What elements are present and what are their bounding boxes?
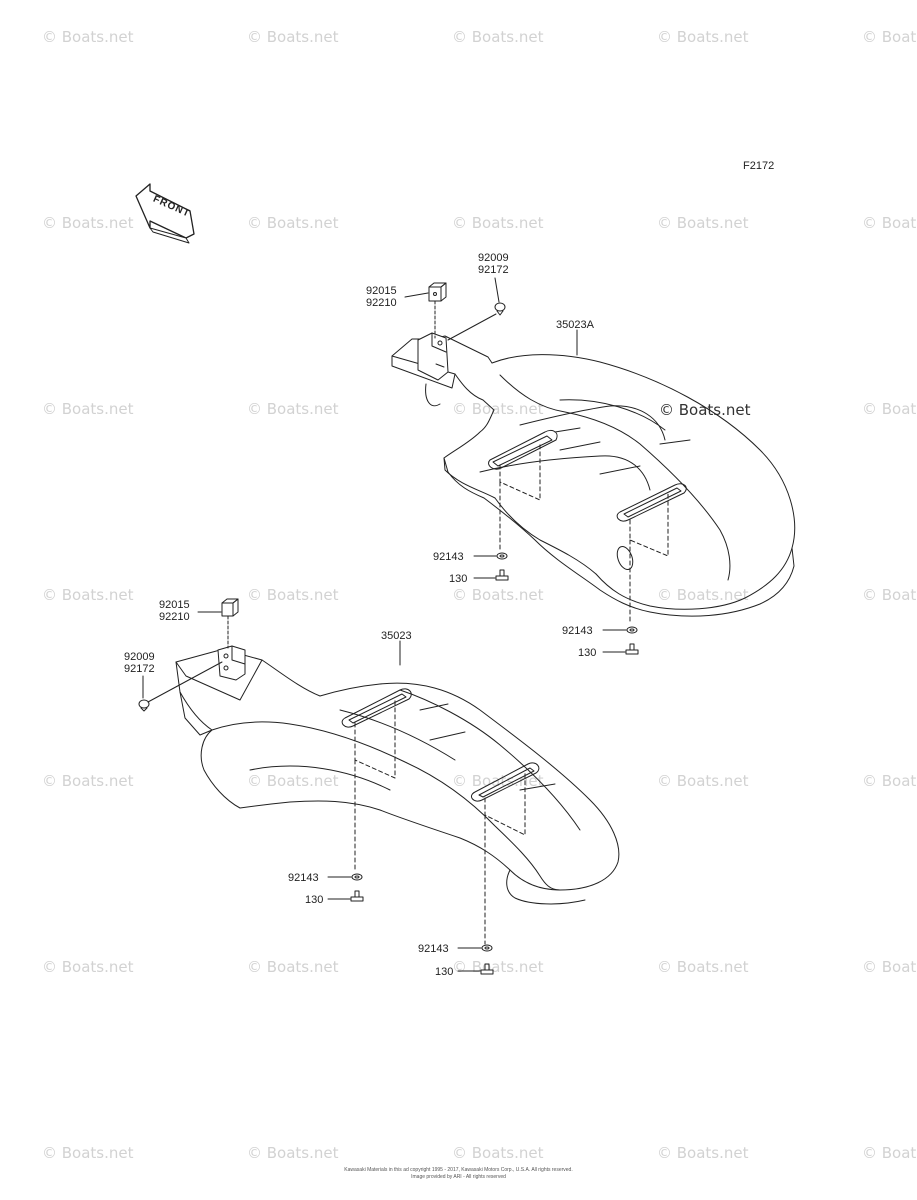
lower-label-92009: 92009 (124, 651, 155, 663)
lower-label-130-2: 130 (435, 966, 453, 978)
watermark: © Boats.net (862, 214, 917, 232)
lower-fender-35023 (175, 645, 620, 905)
lower-label-92172: 92172 (124, 663, 155, 675)
lower-washer-2-icon (481, 944, 493, 952)
figure-id: F2172 (743, 160, 775, 172)
lower-washer-1-icon (351, 873, 363, 881)
watermark: © Boats.net (247, 400, 339, 418)
upper-label-92172: 92172 (478, 264, 509, 276)
lower-bolt-icon (138, 661, 223, 712)
watermark: © Boats.net (42, 400, 134, 418)
watermark: © Boats.net (452, 400, 544, 418)
lower-label-92143-1: 92143 (288, 872, 319, 884)
upper-label-92009: 92009 (478, 252, 509, 264)
watermark: © Boats.net (452, 586, 544, 604)
lower-label-35023: 35023 (381, 630, 412, 642)
copyright-line-1: Kawasaki Materials in this ad copyright … (344, 1167, 573, 1173)
lower-clip-nut-icon (221, 598, 239, 649)
upper-label-92210: 92210 (366, 297, 397, 309)
upper-screw-2-icon (625, 643, 639, 655)
upper-screw-1-icon (495, 569, 509, 581)
diagram-watermark: © Boats.net (659, 401, 751, 419)
watermark: © Boats.net (862, 400, 917, 418)
watermark: © Boats.net (862, 1144, 917, 1162)
watermark: © Boats.net (247, 772, 339, 790)
watermark: © Boats.net (42, 1144, 134, 1162)
watermark: © Boats.net (247, 28, 339, 46)
watermark: © Boats.net (247, 1144, 339, 1162)
watermark: © Boats.net (452, 1144, 544, 1162)
upper-label-130-2: 130 (578, 647, 596, 659)
watermark: © Boats.net (42, 772, 134, 790)
watermark: © Boats.net (247, 958, 339, 976)
watermark: © Boats.net (657, 1144, 749, 1162)
watermark: © Boats.net (42, 586, 134, 604)
watermark: © Boats.net (657, 772, 749, 790)
watermark: © Boats.net (42, 28, 134, 46)
watermark: © Boats.net (862, 772, 917, 790)
watermark: © Boats.net (42, 214, 134, 232)
upper-washer-2-icon (626, 626, 638, 634)
watermark: © Boats.net (657, 586, 749, 604)
watermark: © Boats.net (247, 214, 339, 232)
upper-bolt-icon (447, 302, 506, 341)
lower-screw-1-icon (350, 890, 364, 902)
watermark: © Boats.net (452, 28, 544, 46)
lower-label-92210: 92210 (159, 611, 190, 623)
watermark: © Boats.net (657, 958, 749, 976)
upper-clip-nut-icon (428, 282, 447, 339)
copyright-line-2: Image provided by ARI - All rights reser… (411, 1174, 506, 1180)
watermark: © Boats.net (247, 586, 339, 604)
upper-label-92015: 92015 (366, 285, 397, 297)
watermark: © Boats.net (452, 214, 544, 232)
lower-label-92015: 92015 (159, 599, 190, 611)
upper-label-35023A: 35023A (556, 319, 595, 331)
watermark: © Boats.net (42, 958, 134, 976)
upper-fender-35023A (391, 332, 796, 617)
watermark: © Boats.net (657, 28, 749, 46)
lower-screw-2-icon (480, 963, 494, 975)
upper-label-92143-1: 92143 (433, 551, 464, 563)
watermark: © Boats.net (862, 958, 917, 976)
watermark: © Boats.net (657, 214, 749, 232)
watermark: © Boats.net (862, 586, 917, 604)
watermark: © Boats.net (452, 772, 544, 790)
lower-label-92143-2: 92143 (418, 943, 449, 955)
front-arrow-icon: FRONT (135, 183, 195, 244)
watermark: © Boats.net (862, 28, 917, 46)
upper-washer-1-icon (496, 552, 508, 560)
upper-label-130-1: 130 (449, 573, 467, 585)
upper-label-92143-2: 92143 (562, 625, 593, 637)
lower-label-130-1: 130 (305, 894, 323, 906)
